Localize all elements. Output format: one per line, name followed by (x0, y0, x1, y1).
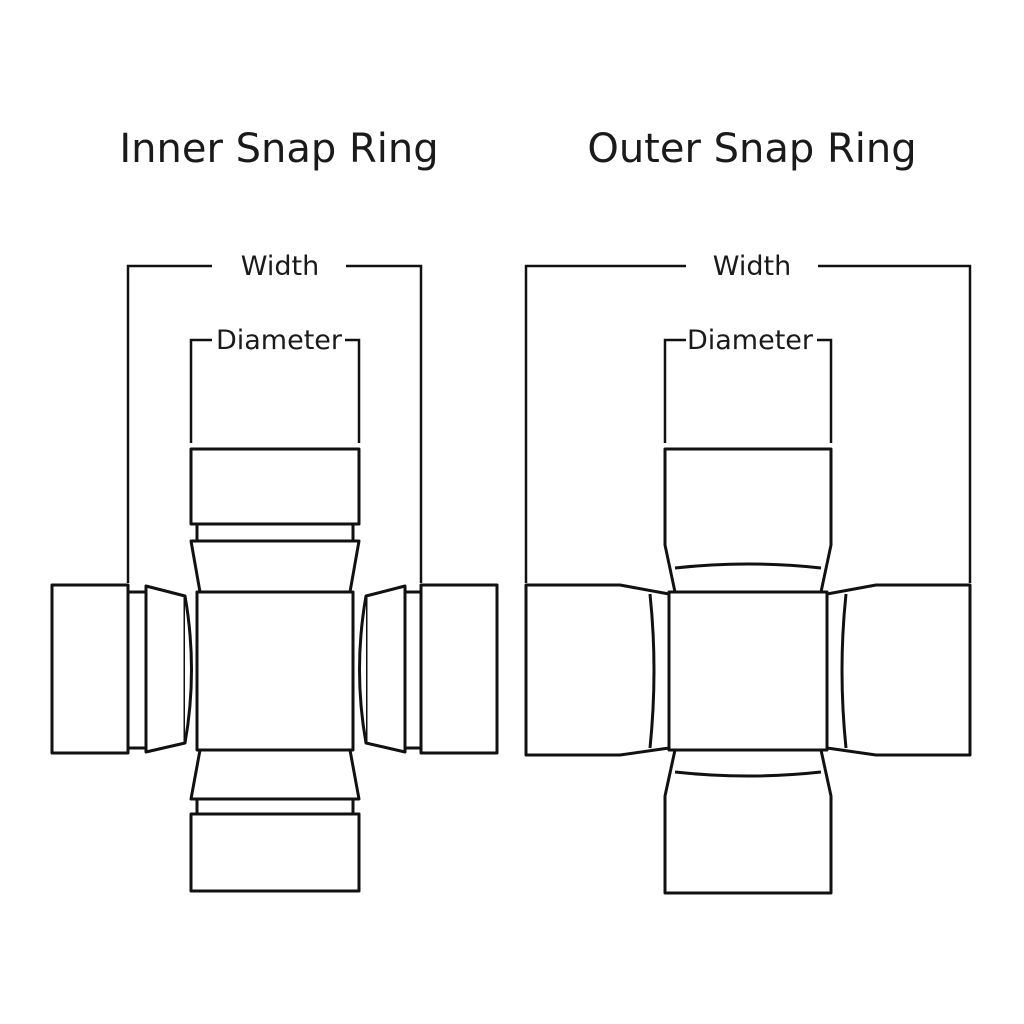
outer-width-label: Width (713, 251, 791, 282)
outer-left-bearing-cap (524, 583, 671, 757)
outer-diameter-bracket-right (817, 338, 833, 443)
outer-diameter-dimension: Diameter (663, 325, 833, 443)
inner-right-trunnion (364, 584, 407, 754)
outer-width-bracket-left (524, 264, 686, 583)
inner-left-bearing-cap (50, 583, 130, 755)
outer-top-bearing-cap (663, 447, 833, 594)
outer-width-bracket-right (818, 264, 972, 583)
outer-top-cap-edge (674, 562, 822, 570)
outer-diameter-label: Diameter (687, 325, 814, 356)
outer-bottom-bearing-cap (663, 748, 833, 895)
outer-snap-ring-panel: Outer Snap Ring Width Diameter (524, 126, 972, 895)
outer-cross-body (667, 590, 829, 752)
outer-bottom-cap-edge (674, 770, 822, 778)
outer-right-bearing-cap (825, 583, 972, 757)
inner-diameter-dimension: Diameter (189, 325, 361, 443)
inner-width-bracket-right (346, 264, 423, 583)
outer-right-cap-edge (840, 593, 848, 749)
inner-diameter-bracket-right (345, 338, 361, 443)
inner-panel-title: Inner Snap Ring (119, 126, 438, 172)
inner-left-trunnion-face (183, 595, 193, 744)
inner-snap-ring-panel: Inner Snap Ring Width Diameter (50, 126, 499, 893)
inner-width-label: Width (241, 251, 319, 282)
inner-bottom-seal-ring (195, 797, 355, 816)
inner-right-bearing-cap (419, 583, 499, 755)
outer-width-dimension: Width (524, 251, 972, 583)
inner-width-dimension: Width (126, 251, 423, 583)
inner-top-trunnion (189, 539, 361, 594)
inner-right-seal-ring (403, 590, 423, 750)
outer-left-cap-edge (648, 593, 656, 749)
inner-right-trunnion-face (358, 595, 368, 744)
inner-width-bracket-left (126, 264, 212, 583)
inner-cross-body (195, 590, 355, 752)
inner-top-bearing-cap (189, 447, 361, 526)
inner-top-seal-ring (195, 522, 355, 543)
inner-diameter-bracket-left (189, 338, 212, 443)
outer-panel-title: Outer Snap Ring (587, 126, 916, 172)
inner-left-trunnion (144, 584, 187, 754)
inner-diameter-label: Diameter (216, 325, 343, 356)
inner-left-seal-ring (126, 590, 148, 750)
inner-bottom-bearing-cap (189, 812, 361, 893)
inner-bottom-trunnion (189, 748, 361, 801)
outer-diameter-bracket-left (663, 338, 686, 443)
